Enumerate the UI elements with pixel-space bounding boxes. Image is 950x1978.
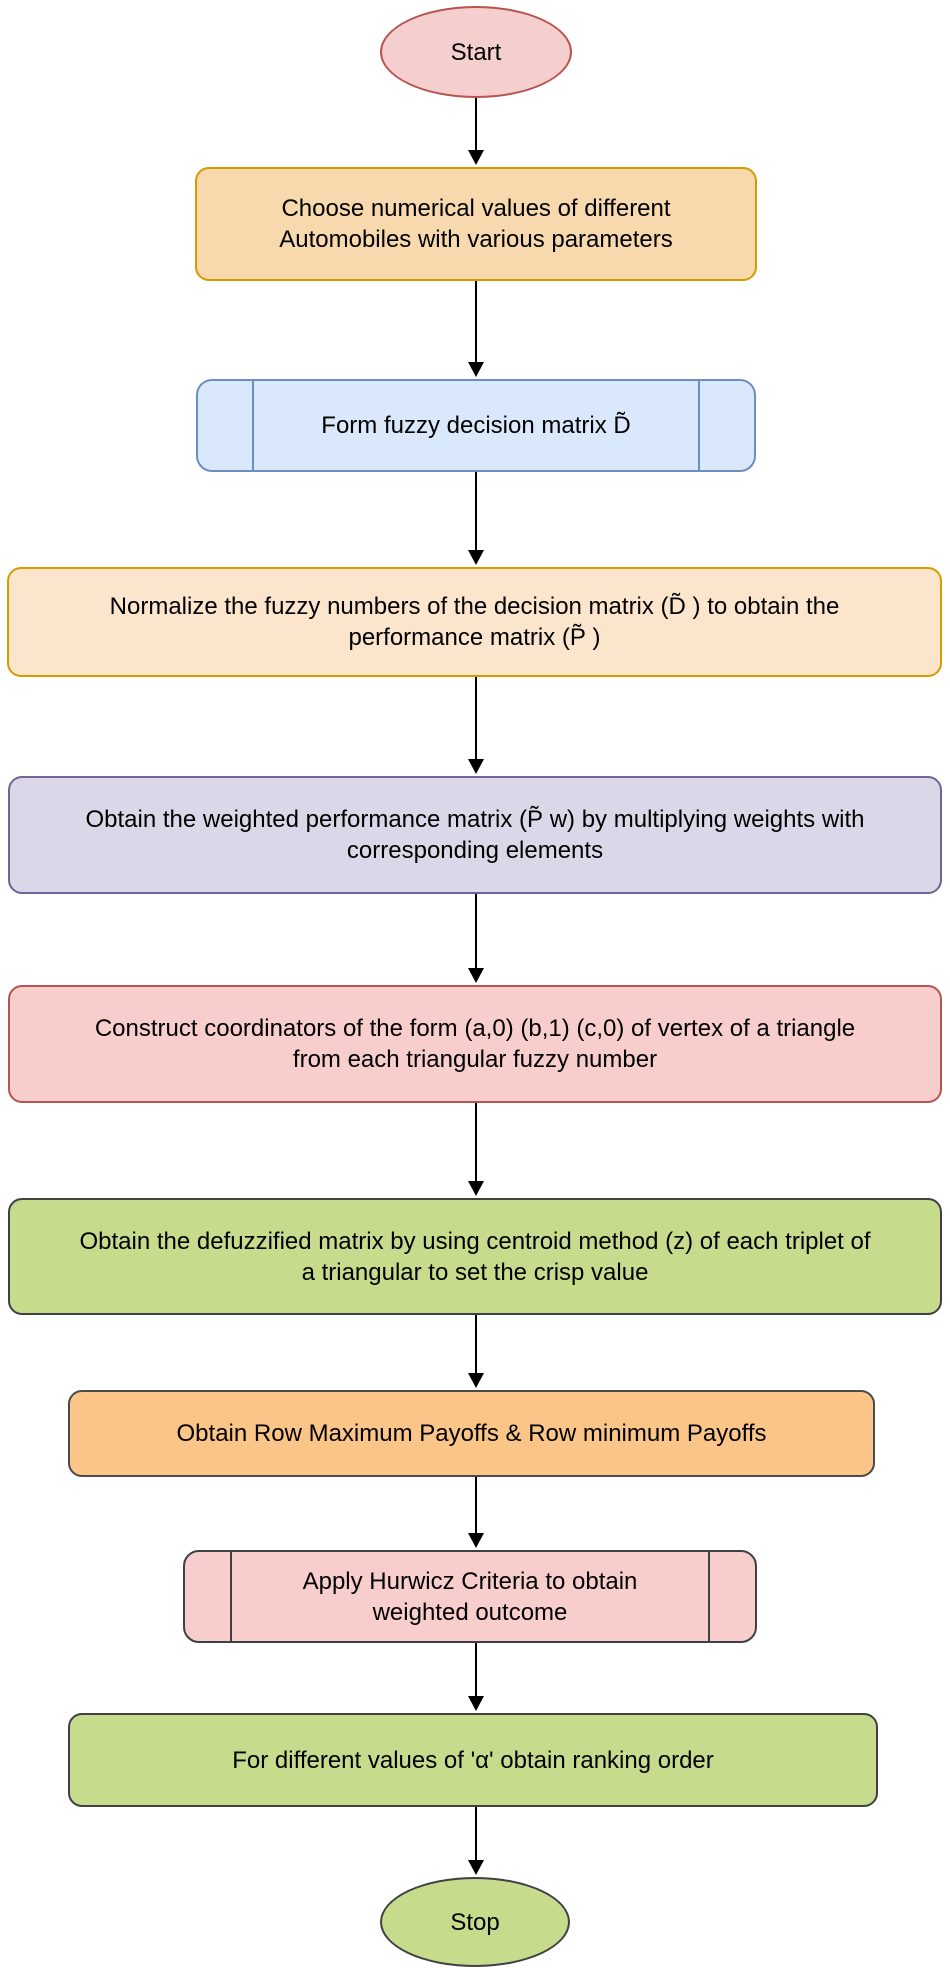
predefined-process-hurwicz: Apply Hurwicz Criteria to obtain weighte… bbox=[183, 1550, 757, 1643]
arrow-form-to-normalize bbox=[468, 472, 484, 565]
predefined-process-form-matrix: Form fuzzy decision matrix D̃ bbox=[196, 379, 756, 472]
arrow-start-to-choose bbox=[468, 98, 484, 165]
arrow-choose-to-form bbox=[468, 281, 484, 377]
node-label: Form fuzzy decision matrix D̃ bbox=[321, 412, 631, 439]
arrow-ranking-to-stop bbox=[468, 1807, 484, 1875]
arrow-defuzzify-to-payoffs bbox=[468, 1315, 484, 1388]
arrow-weighted-to-construct bbox=[468, 894, 484, 983]
node-label: Start bbox=[450, 38, 502, 66]
node-label: Obtain Row Maximum Payoffs & Row minimum… bbox=[176, 1420, 767, 1447]
node-label: Obtain the weighted performance matrix (… bbox=[85, 806, 865, 864]
node-label: Normalize the fuzzy numbers of the decis… bbox=[109, 593, 840, 651]
arrow-construct-to-defuzzify bbox=[468, 1103, 484, 1196]
process-ranking-order: For different values of 'α' obtain ranki… bbox=[68, 1713, 878, 1807]
node-label: Obtain the defuzzified matrix by using c… bbox=[79, 1227, 871, 1286]
node-label: Choose numerical values of different Aut… bbox=[279, 195, 673, 253]
process-weighted-matrix: Obtain the weighted performance matrix (… bbox=[8, 776, 942, 894]
start-terminator: Start bbox=[380, 6, 572, 98]
stop-terminator: Stop bbox=[380, 1877, 570, 1967]
process-normalize: Normalize the fuzzy numbers of the decis… bbox=[7, 567, 942, 677]
process-construct-coordinators: Construct coordinators of the form (a,0)… bbox=[8, 985, 942, 1103]
arrow-hurwicz-to-ranking bbox=[468, 1643, 484, 1711]
process-row-payoffs: Obtain Row Maximum Payoffs & Row minimum… bbox=[68, 1390, 875, 1477]
node-label: For different values of 'α' obtain ranki… bbox=[232, 1746, 714, 1774]
arrow-payoffs-to-hurwicz bbox=[468, 1477, 484, 1548]
node-label: Construct coordinators of the form (a,0)… bbox=[94, 1015, 856, 1073]
process-defuzzify: Obtain the defuzzified matrix by using c… bbox=[8, 1198, 942, 1315]
process-choose-values: Choose numerical values of different Aut… bbox=[195, 167, 757, 281]
arrow-normalize-to-weighted bbox=[468, 677, 484, 774]
node-label: Stop bbox=[450, 1908, 500, 1936]
node-label: Apply Hurwicz Criteria to obtain weighte… bbox=[302, 1567, 638, 1626]
